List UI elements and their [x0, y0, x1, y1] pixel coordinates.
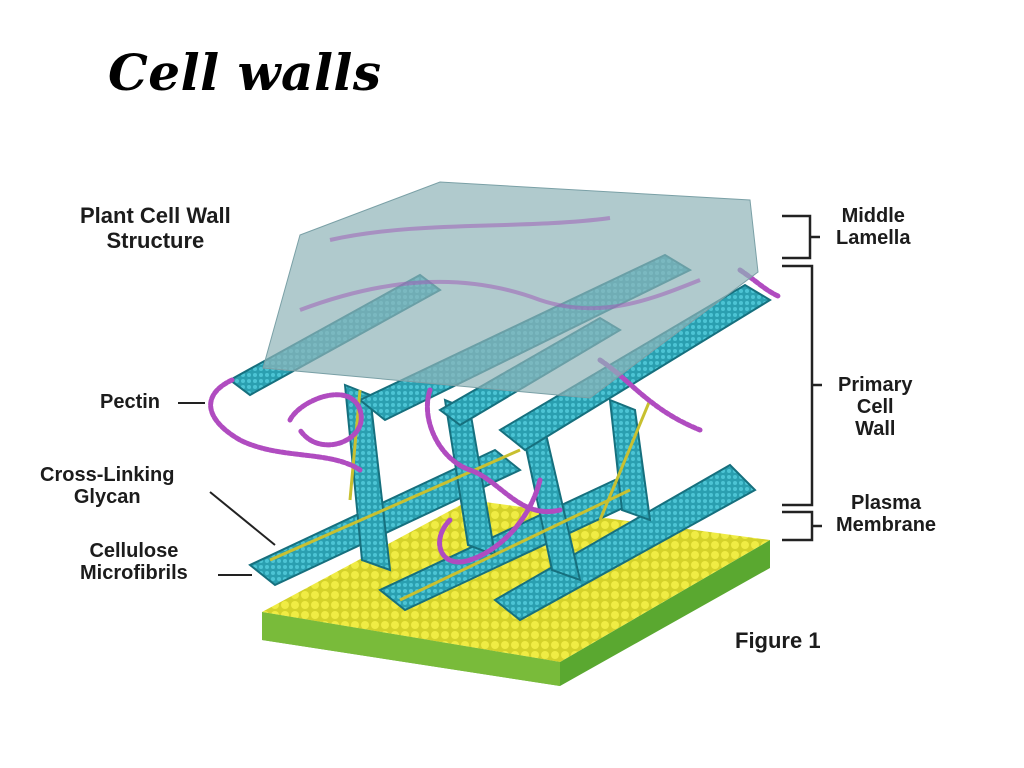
pectin-label: Pectin [100, 391, 161, 413]
primary-cell-wall-bracket [782, 264, 822, 507]
pectin-strand [437, 477, 543, 565]
primary-cell-wall-label: Primary Cell Wall [838, 374, 913, 440]
figure-label: Figure 1 [735, 628, 821, 653]
membrane-side-edge [262, 612, 560, 686]
diagram-heading: Plant Cell Wall Structure [80, 203, 231, 253]
glycan-strand [399, 488, 631, 602]
slide-title: Cell walls [108, 43, 382, 102]
pectin-strands [208, 267, 781, 565]
pectin-strand [287, 392, 364, 448]
middle-lamella-label: Middle Lamella [836, 205, 911, 249]
lamella-pectin-traces [299, 216, 701, 312]
fibril-rod [493, 463, 757, 622]
middle-lamella-bracket [782, 214, 820, 260]
plasma-membrane-label: Plasma Membrane [836, 492, 937, 536]
right-brackets [782, 214, 822, 542]
pectin-strand [208, 377, 363, 473]
glycan-leader [209, 491, 276, 546]
glycan-strand [598, 399, 652, 521]
plasma-membrane-bracket [782, 510, 822, 542]
cellulose-microfibrils-label: Cellulose Microfibrils [80, 540, 188, 584]
left-leader-lines [178, 402, 276, 576]
cross-linking-glycan-label: Cross-Linking Glycan [40, 464, 175, 508]
glycan-strand [269, 448, 521, 562]
